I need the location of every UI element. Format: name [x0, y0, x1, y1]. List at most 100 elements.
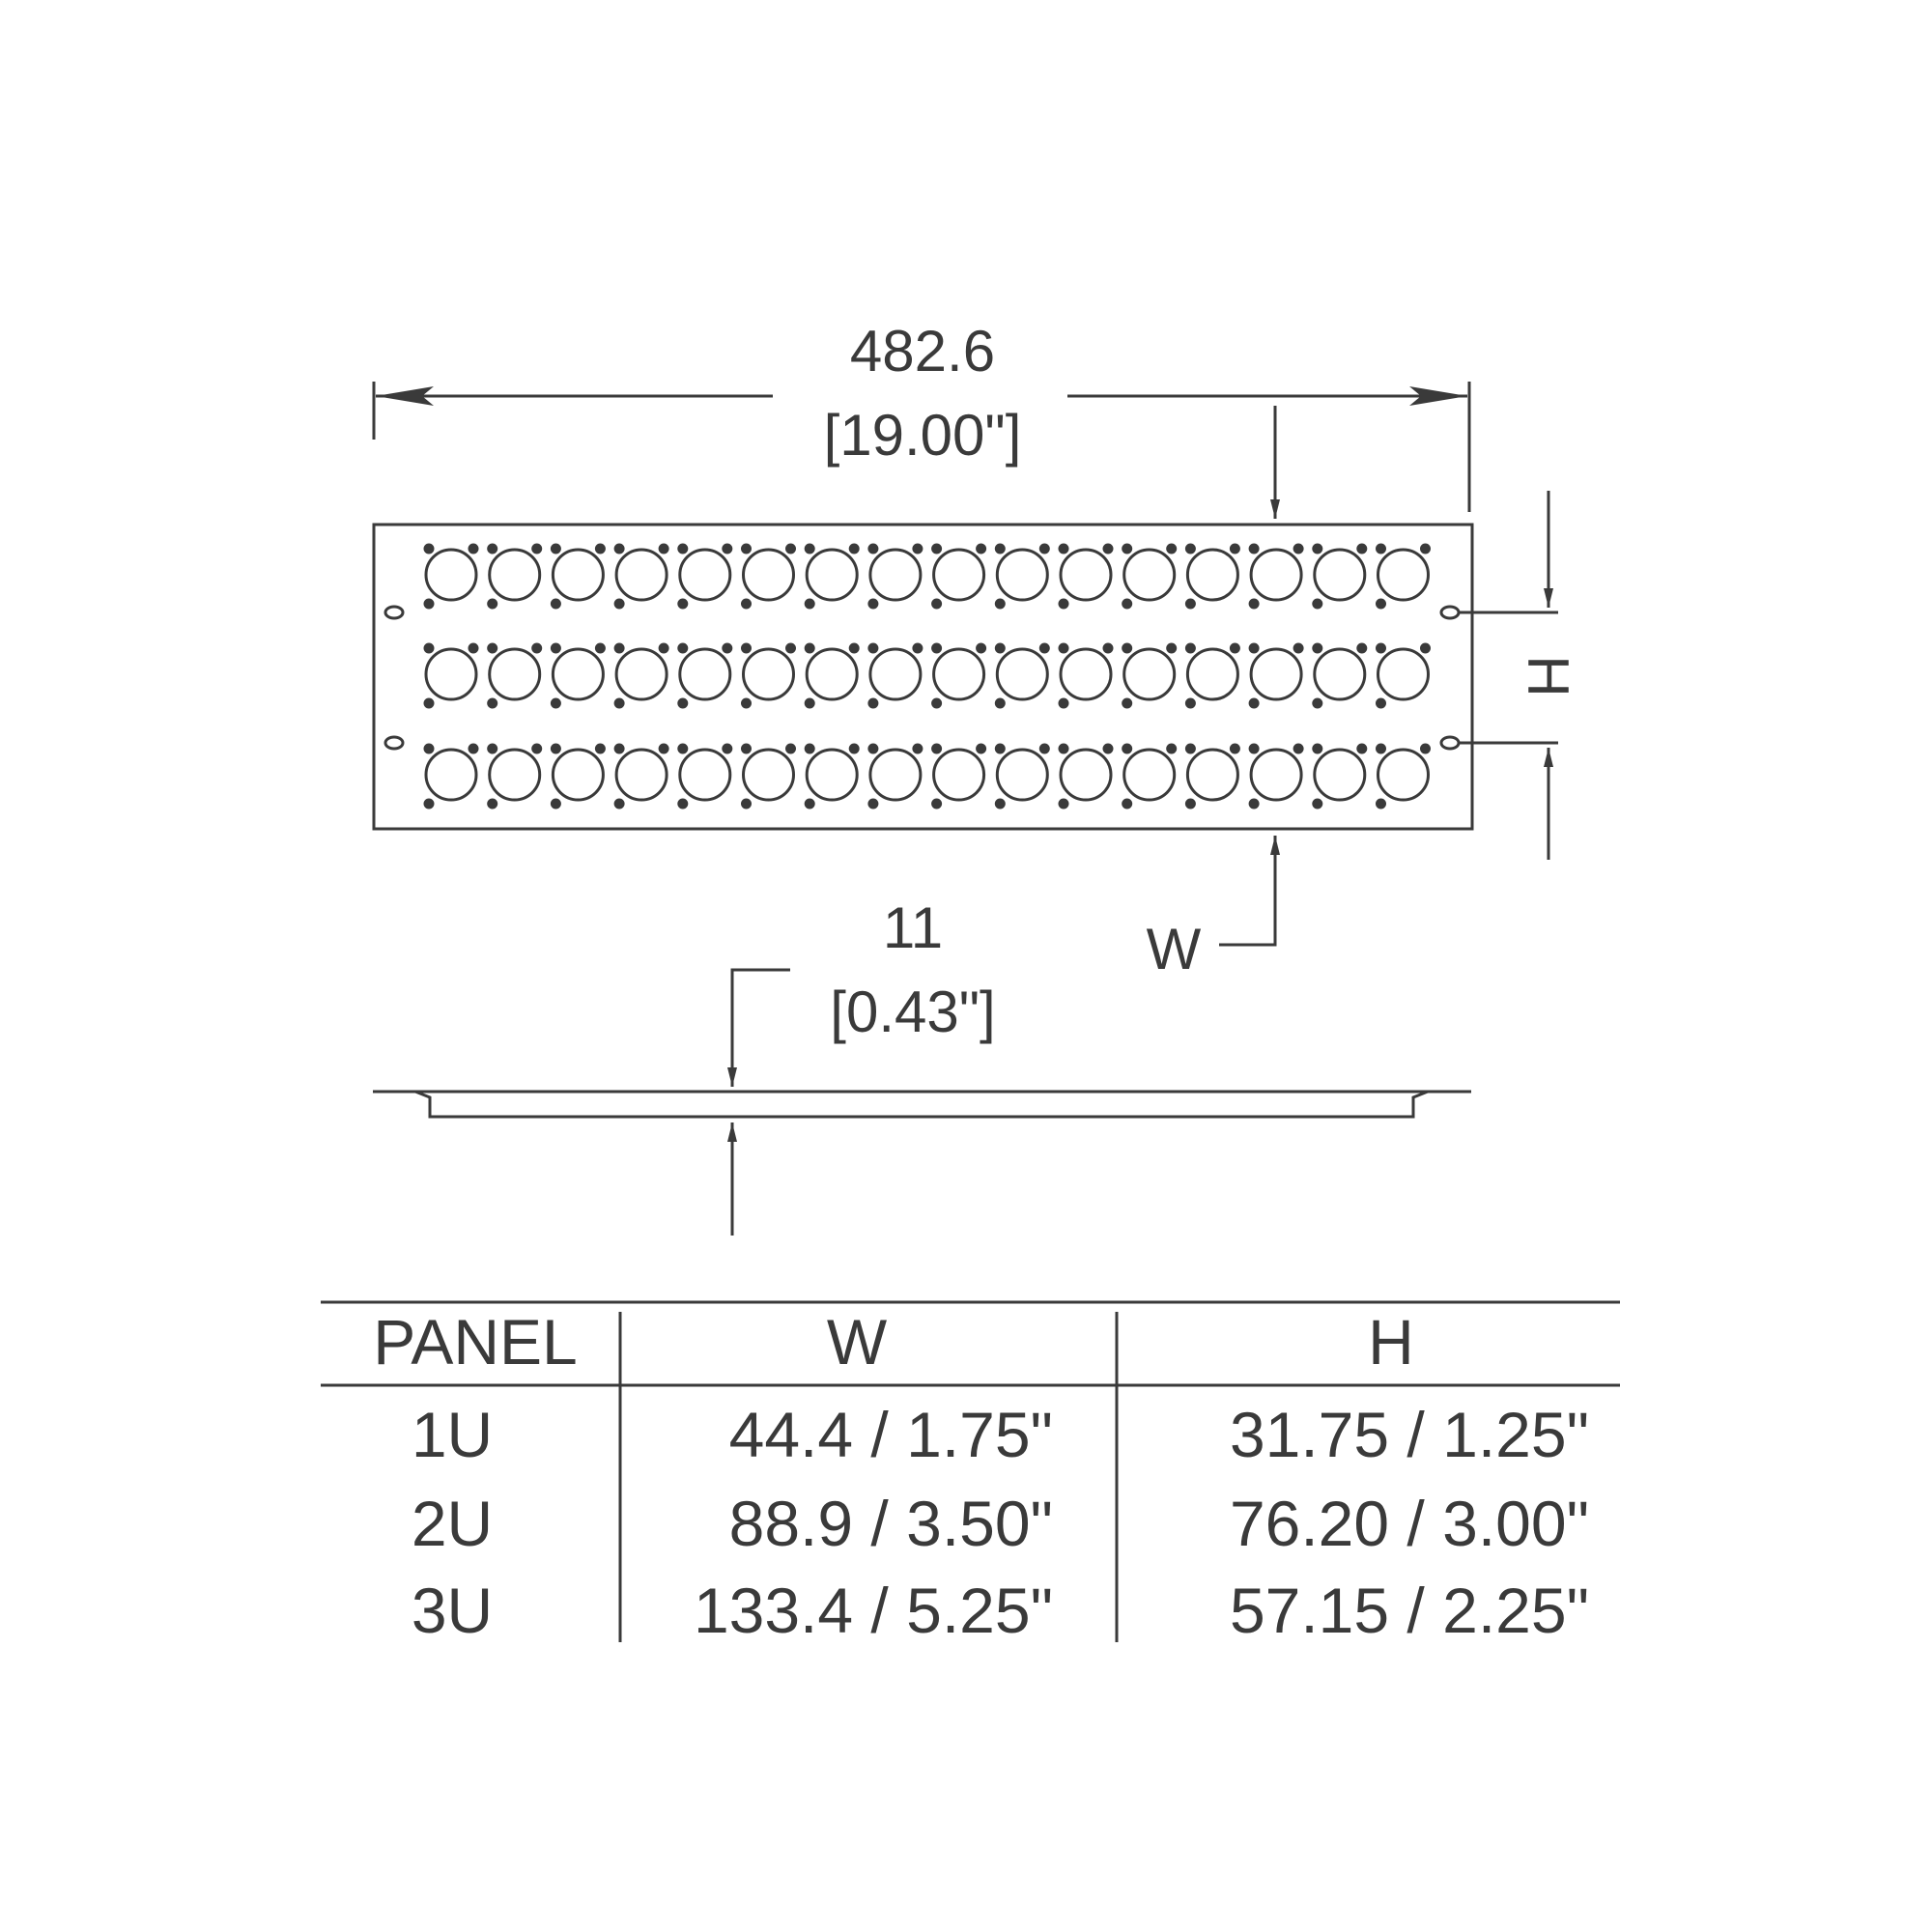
connector-hole — [1122, 647, 1177, 701]
side-profile-body — [414, 1090, 1429, 1119]
connector-cutout — [994, 543, 1050, 610]
connector-screw-hole — [550, 743, 561, 754]
connector-hole — [424, 748, 478, 802]
connector-screw-hole — [677, 697, 689, 709]
connector-screw-hole — [848, 743, 860, 754]
connector-cutout — [994, 743, 1050, 810]
connector-screw-hole — [785, 642, 796, 654]
connector-screw-hole — [1184, 798, 1196, 810]
connector-grid — [423, 543, 1431, 810]
connector-screw-hole — [912, 743, 923, 754]
connector-screw-hole — [1184, 743, 1196, 754]
connector-hole — [1249, 647, 1303, 701]
connector-hole — [742, 748, 795, 802]
connector-screw-hole — [550, 798, 561, 810]
connector-screw-hole — [1102, 743, 1114, 754]
connector-screw-hole — [1376, 642, 1386, 654]
connector-cutout — [423, 642, 479, 709]
side-view-labels: 11 [0.43"] — [830, 895, 995, 1044]
connector-screw-hole — [677, 598, 689, 610]
connector-hole — [1249, 548, 1303, 602]
connector-screw-hole — [423, 697, 435, 709]
connector-hole — [1122, 748, 1177, 802]
connector-hole — [868, 647, 923, 701]
connector-screw-hole — [423, 743, 435, 754]
connector-screw-hole — [867, 798, 879, 810]
connector-hole — [551, 748, 605, 802]
connector-hole — [1185, 548, 1239, 602]
connector-screw-hole — [722, 642, 733, 654]
table-cell-h: 57.15 / 2.25" — [1230, 1575, 1589, 1646]
connector-screw-hole — [1376, 743, 1386, 754]
connector-hole — [1313, 548, 1367, 602]
connector-screw-hole — [487, 743, 498, 754]
connector-screw-hole — [550, 543, 561, 554]
connector-hole — [424, 647, 478, 701]
connector-hole — [1059, 748, 1113, 802]
connector-screw-hole — [1229, 543, 1240, 554]
connector-hole — [1313, 748, 1367, 802]
connector-cutout — [931, 642, 987, 709]
connector-screw-hole — [785, 743, 796, 754]
connector-screw-hole — [1229, 642, 1240, 654]
connector-screw-hole — [722, 743, 733, 754]
connector-cutout — [867, 642, 923, 709]
connector-screw-hole — [804, 543, 815, 554]
connector-screw-hole — [1312, 743, 1323, 754]
connector-screw-hole — [994, 697, 1006, 709]
connector-screw-hole — [804, 598, 815, 610]
connector-screw-hole — [487, 642, 498, 654]
connector-cutout — [487, 543, 543, 610]
connector-cutout — [423, 743, 479, 810]
connector-screw-hole — [912, 543, 923, 554]
connector-screw-hole — [741, 598, 752, 610]
connector-cutout — [741, 743, 796, 810]
dimension-table: PANEL W H 1U 44.4 / 1.75" 31.75 / 1.25" … — [321, 1300, 1620, 1646]
connector-screw-hole — [1293, 543, 1304, 554]
connector-cutout — [1058, 642, 1114, 709]
table-header-h: H — [1368, 1306, 1414, 1378]
panel-outline — [372, 523, 1474, 831]
connector-screw-hole — [677, 798, 689, 810]
connector-hole — [868, 748, 923, 802]
connector-hole — [1377, 647, 1430, 701]
connector-screw-hole — [658, 543, 669, 554]
connector-hole — [932, 748, 986, 802]
connector-cutout — [1248, 642, 1304, 709]
width-inch-label: [19.00"] — [824, 403, 1022, 468]
w-label: W — [1147, 917, 1202, 981]
mounting-hole — [1439, 735, 1461, 751]
connector-hole — [805, 548, 859, 602]
connector-cutout — [804, 743, 860, 810]
connector-cutout — [1122, 743, 1178, 810]
connector-cutout — [1184, 642, 1240, 709]
connector-screw-hole — [1293, 642, 1304, 654]
connector-hole — [742, 647, 795, 701]
connector-screw-hole — [1184, 697, 1196, 709]
connector-hole — [932, 647, 986, 701]
connector-cutout — [1376, 743, 1431, 810]
connector-hole — [868, 548, 923, 602]
mounting-hole — [384, 735, 405, 751]
connector-hole — [488, 748, 542, 802]
connector-screw-hole — [1248, 543, 1260, 554]
table-header-w: W — [827, 1306, 888, 1378]
connector-screw-hole — [658, 743, 669, 754]
connector-screw-hole — [487, 598, 498, 610]
connector-screw-hole — [487, 798, 498, 810]
connector-hole — [742, 548, 795, 602]
table-cell-w: 44.4 / 1.75" — [729, 1399, 1053, 1470]
connector-screw-hole — [1184, 543, 1196, 554]
connector-hole — [678, 647, 732, 701]
connector-cutout — [677, 543, 733, 610]
connector-screw-hole — [487, 697, 498, 709]
connector-screw-hole — [594, 642, 606, 654]
connector-screw-hole — [423, 598, 435, 610]
connector-hole — [1377, 548, 1430, 602]
connector-cutout — [423, 543, 479, 610]
connector-screw-hole — [994, 543, 1006, 554]
front-view-labels: 482.6 [19.00"] H W — [824, 319, 1580, 981]
connector-screw-hole — [613, 798, 625, 810]
connector-screw-hole — [531, 743, 543, 754]
